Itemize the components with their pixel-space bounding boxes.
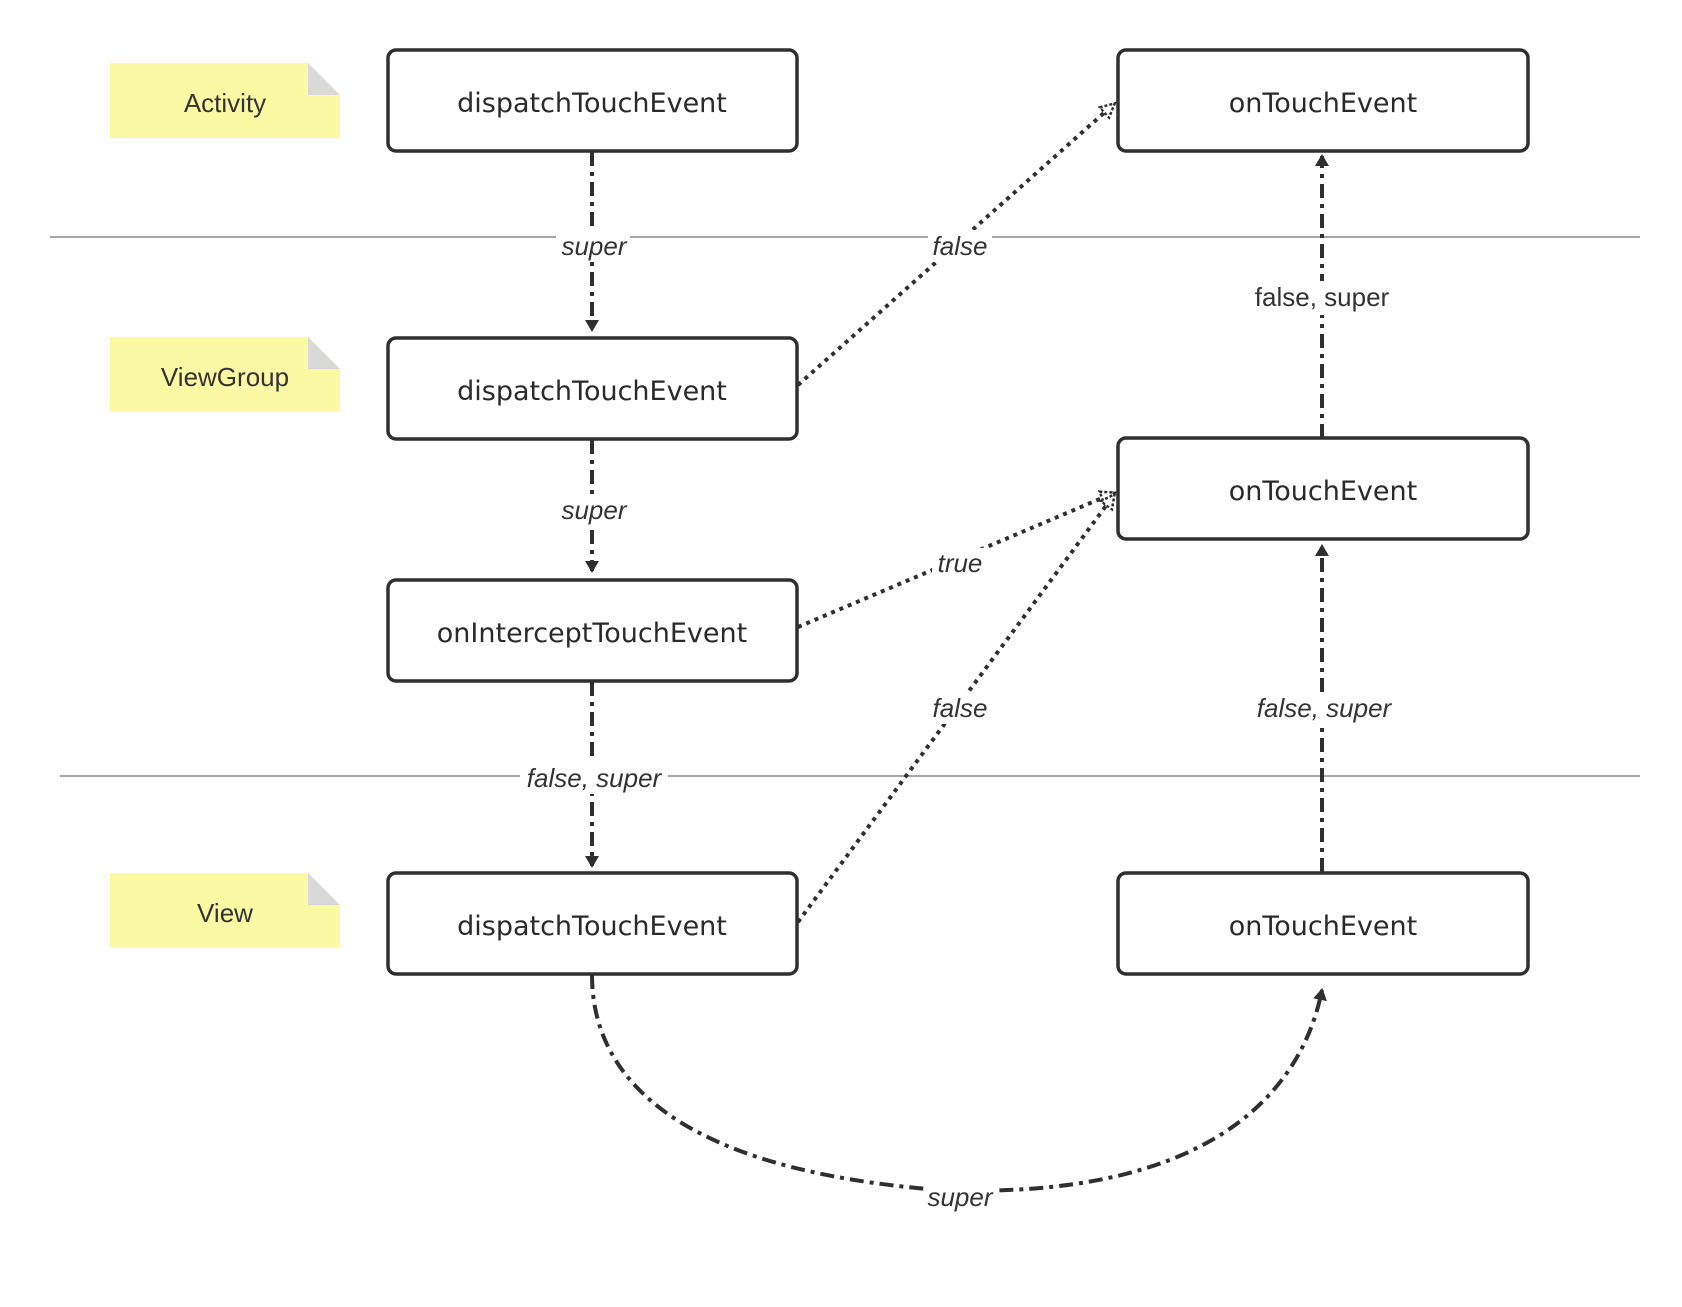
svg-text:false, super: false, super	[527, 763, 663, 793]
node-label: onTouchEvent	[1229, 476, 1417, 507]
node-view-on-touch-event[interactable]: onTouchEvent	[1116, 871, 1530, 976]
node-viewgroup-on-touch-event[interactable]: onTouchEvent	[1116, 436, 1530, 541]
svg-text:true: true	[938, 548, 983, 578]
edge-label-activity-dispatch-super: super	[556, 230, 630, 262]
svg-text:false: false	[933, 693, 988, 723]
edge-label-viewgroup-dispatch-super: super	[556, 494, 630, 526]
lane-note-viewgroup: ViewGroup	[110, 337, 340, 412]
node-label: dispatchTouchEvent	[457, 911, 727, 942]
svg-text:super: super	[561, 231, 627, 261]
svg-text:false: false	[933, 231, 988, 261]
node-label: onTouchEvent	[1229, 88, 1417, 119]
edge-label-intercept-false-super: false, super	[520, 762, 668, 794]
svg-text:false, super: false, super	[1257, 693, 1393, 723]
node-label: dispatchTouchEvent	[457, 376, 727, 407]
node-view-dispatch-touch-event[interactable]: dispatchTouchEvent	[386, 871, 799, 976]
edge-label-view-ontouch-false-super: false, super	[1250, 692, 1398, 724]
lane-label-view: View	[197, 898, 253, 928]
edge-view-dispatch-to-view-ontouch	[590, 974, 1327, 1193]
svg-text:false, super: false, super	[1255, 282, 1390, 312]
svg-text:super: super	[561, 495, 627, 525]
node-label: dispatchTouchEvent	[457, 88, 727, 119]
lane-note-view: View	[110, 873, 340, 948]
edge-label-viewgroup-ontouch-false-super: false, super	[1250, 281, 1394, 315]
svg-text:super: super	[927, 1182, 993, 1212]
edge-view-dispatch-to-viewgroup-ontouch	[796, 495, 1114, 924]
lane-note-activity: Activity	[110, 63, 340, 138]
node-activity-on-touch-event[interactable]: onTouchEvent	[1116, 48, 1530, 153]
lane-label-viewgroup: ViewGroup	[161, 362, 289, 392]
node-viewgroup-dispatch-touch-event[interactable]: dispatchTouchEvent	[386, 336, 799, 441]
lane-label-activity: Activity	[184, 88, 266, 118]
edge-label-viewgroup-dispatch-false: false	[928, 230, 992, 262]
node-label: onTouchEvent	[1229, 911, 1417, 942]
node-viewgroup-intercept-touch-event[interactable]: onInterceptTouchEvent	[386, 578, 799, 683]
edge-viewgroup-dispatch-to-activity-ontouch	[796, 104, 1114, 387]
edge-label-view-dispatch-super: super	[924, 1181, 998, 1213]
edge-label-view-dispatch-false: false	[928, 692, 992, 724]
node-label: onInterceptTouchEvent	[437, 618, 747, 649]
edge-label-intercept-true: true	[932, 548, 990, 580]
node-activity-dispatch-touch-event[interactable]: dispatchTouchEvent	[386, 48, 799, 153]
